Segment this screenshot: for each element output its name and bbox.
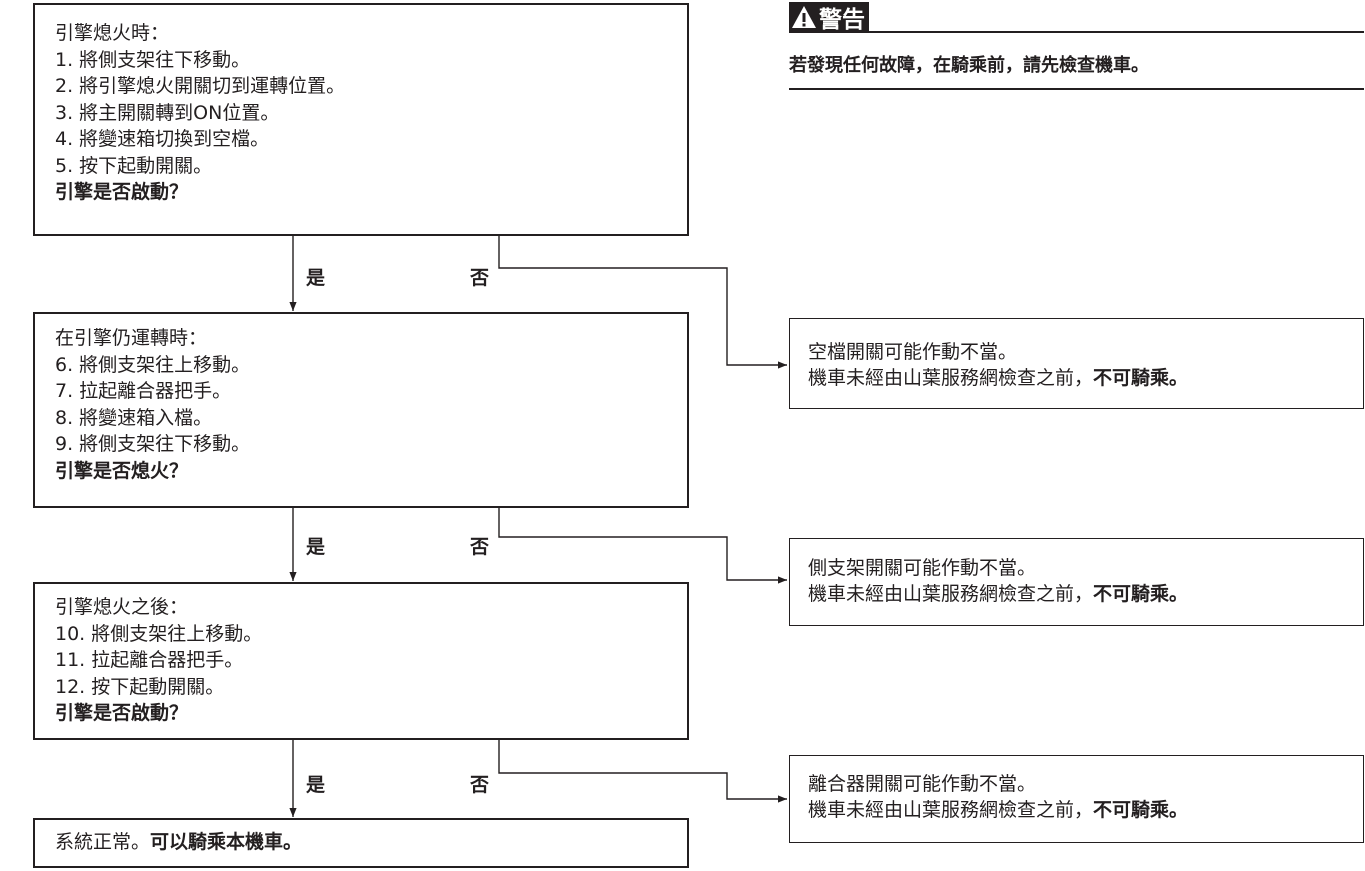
result-line1: 離合器開關可能作動不當。 bbox=[808, 773, 1037, 795]
step-line: 1. 將側支架往下移動。 bbox=[55, 48, 251, 71]
result-line2-text: 機車未經由山葉服務網檢查之前， bbox=[808, 367, 1094, 389]
step-box-3: 引擎熄火之後： 10. 將側支架往上移動。 11. 拉起離合器把手。 12. 按… bbox=[33, 582, 689, 740]
result-box-1: 空檔開關可能作動不當。 機車未經由山葉服務網檢查之前，不可騎乘。 bbox=[789, 318, 1364, 409]
final-normal: 系統正常。 bbox=[55, 831, 151, 853]
step-line: 引擎熄火之後： bbox=[55, 596, 189, 618]
warning-header: 警告 bbox=[789, 2, 869, 33]
step-question: 引擎是否熄火？ bbox=[55, 459, 189, 482]
result-box-3: 離合器開關可能作動不當。 機車未經由山葉服務網檢查之前，不可騎乘。 bbox=[789, 755, 1364, 843]
step-line: 7. 拉起離合器把手。 bbox=[55, 380, 232, 402]
result-line1: 側支架開關可能作動不當。 bbox=[808, 557, 1037, 579]
no-label-3: 否 bbox=[470, 774, 490, 796]
step-line: 3. 將主開關轉到ON位置。 bbox=[55, 101, 280, 124]
step-line: 12. 按下起動開關。 bbox=[55, 675, 225, 698]
step-box-2: 在引擎仍運轉時： 6. 將側支架往上移動。 7. 拉起離合器把手。 8. 將變速… bbox=[33, 312, 689, 508]
step-line: 2. 將引擎熄火開關切到運轉位置。 bbox=[55, 75, 346, 97]
warning-text: 若發現任何故障，在騎乘前，請先檢查機車。 bbox=[789, 55, 1149, 76]
warning-rule-bottom bbox=[789, 88, 1364, 90]
yes-label-2: 是 bbox=[306, 536, 326, 558]
no-label-1: 否 bbox=[470, 267, 490, 289]
step-question: 引擎是否啟動？ bbox=[55, 181, 189, 203]
step-question: 引擎是否啟動？ bbox=[55, 702, 189, 724]
step-line: 10. 將側支架往上移動。 bbox=[55, 622, 263, 645]
warning-title: 警告 bbox=[819, 7, 865, 33]
result-line2-text: 機車未經由山葉服務網檢查之前， bbox=[808, 583, 1094, 605]
no-arrow-1 bbox=[498, 236, 787, 369]
result-line2: 機車未經由山葉服務網檢查之前，不可騎乘。 bbox=[808, 365, 1363, 391]
warning-triangle-icon bbox=[792, 6, 816, 28]
no-arrow-2 bbox=[498, 508, 787, 584]
no-label-2: 否 bbox=[470, 536, 490, 558]
final-bold: 可以騎乘本機車。 bbox=[150, 831, 303, 853]
result-box-2: 側支架開關可能作動不當。 機車未經由山葉服務網檢查之前，不可騎乘。 bbox=[789, 538, 1364, 626]
step-line: 9. 將側支架往下移動。 bbox=[55, 433, 251, 455]
result-line2: 機車未經由山葉服務網檢查之前，不可騎乘。 bbox=[808, 797, 1363, 823]
yes-label-1: 是 bbox=[306, 267, 326, 289]
result-line1: 空檔開關可能作動不當。 bbox=[808, 341, 1018, 363]
step-line: 6. 將側支架往上移動。 bbox=[55, 353, 251, 376]
result-line2-text: 機車未經由山葉服務網檢查之前， bbox=[808, 799, 1094, 821]
final-text: 系統正常。可以騎乘本機車。 bbox=[55, 829, 687, 856]
warning-rule-top bbox=[789, 31, 1364, 33]
result-line2-bold: 不可騎乘。 bbox=[1093, 367, 1189, 389]
step-line: 8. 將變速箱入檔。 bbox=[55, 406, 213, 429]
step-line: 引擎熄火時： bbox=[55, 22, 170, 44]
result-line2: 機車未經由山葉服務網檢查之前，不可騎乘。 bbox=[808, 581, 1363, 607]
step-line: 4. 將變速箱切換到空檔。 bbox=[55, 128, 270, 150]
no-arrow-3 bbox=[498, 740, 787, 803]
result-line2-bold: 不可騎乘。 bbox=[1093, 583, 1189, 605]
step-line: 在引擎仍運轉時： bbox=[55, 327, 208, 349]
yes-label-3: 是 bbox=[306, 774, 326, 796]
step-box-1: 引擎熄火時： 1. 將側支架往下移動。 2. 將引擎熄火開關切到運轉位置。 3.… bbox=[33, 3, 689, 236]
step-line: 5. 按下起動開關。 bbox=[55, 154, 213, 177]
final-box: 系統正常。可以騎乘本機車。 bbox=[33, 818, 689, 868]
result-line2-bold: 不可騎乘。 bbox=[1093, 799, 1189, 821]
step-line: 11. 拉起離合器把手。 bbox=[55, 649, 244, 671]
